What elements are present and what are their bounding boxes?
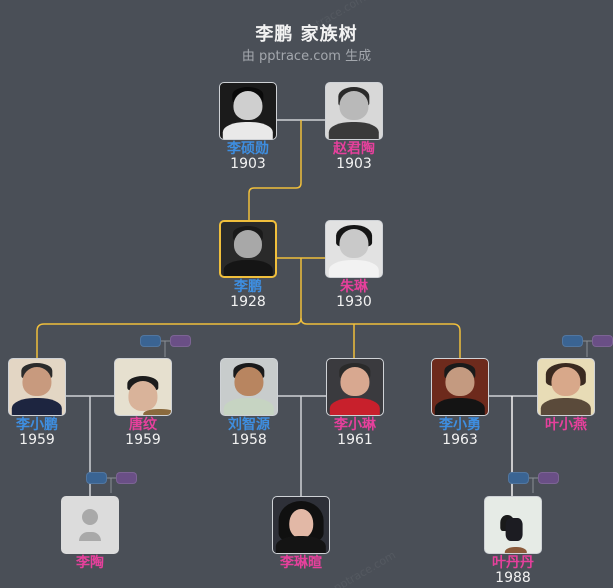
page-title: 李鹏 家族树 [255,24,358,45]
person-card-ye-dandan[interactable]: 叶丹丹 1988 [484,496,542,586]
page-subtitle: 由 pptrace.com 生成 [241,49,372,64]
avatar[interactable] [220,358,278,416]
person-year: 1930 [336,294,372,310]
expand-maternal-button[interactable] [116,472,137,484]
person-year: 1958 [231,432,267,448]
person-name[interactable]: 李鹏 [234,279,262,295]
person-year: 1988 [495,570,531,586]
person-card-li-linxuan[interactable]: 李琳暄 [272,496,330,571]
expand-maternal-button[interactable] [538,472,559,484]
avatar[interactable] [272,496,330,554]
person-name[interactable]: 朱琳 [340,279,368,295]
expand-paternal-button[interactable] [86,472,107,484]
avatar[interactable] [219,82,277,140]
person-card-li-tao[interactable]: 李陶 [61,496,119,571]
person-name[interactable]: 刘智源 [228,417,270,433]
person-name[interactable]: 李陶 [76,555,104,571]
person-year: 1903 [336,156,372,172]
person-year: 1963 [442,432,478,448]
expand-paternal-button[interactable] [140,335,161,347]
avatar[interactable] [325,220,383,278]
person-name[interactable]: 李琳暄 [280,555,322,571]
person-card-li-peng[interactable]: 李鹏 1928 [219,220,277,310]
person-name[interactable]: 赵君陶 [333,141,375,157]
person-name[interactable]: 叶丹丹 [492,555,534,571]
person-year: 1959 [125,432,161,448]
person-card-zhao-juntao[interactable]: 赵君陶 1903 [325,82,383,172]
user-silhouette-icon [82,509,98,525]
person-name[interactable]: 李小琳 [334,417,376,433]
person-card-li-xiaolin[interactable]: 李小琳 1961 [326,358,384,448]
person-card-ye-xiaoyan[interactable]: 叶小燕 [537,358,595,433]
avatar-selected[interactable] [219,220,277,278]
avatar[interactable] [326,358,384,416]
person-card-tang-wen[interactable]: 唐纹 1959 [114,358,172,448]
lineage-line [300,317,461,358]
person-name[interactable]: 李小鹏 [16,417,58,433]
expand-maternal-button[interactable] [592,335,613,347]
lineage-line [248,120,302,220]
person-card-li-xiaopeng[interactable]: 李小鹏 1959 [8,358,66,448]
expand-maternal-button[interactable] [170,335,191,347]
person-name[interactable]: 李硕勋 [227,141,269,157]
avatar[interactable] [325,82,383,140]
person-year: 1959 [19,432,55,448]
person-name[interactable]: 唐纹 [129,417,157,433]
person-name[interactable]: 叶小燕 [545,417,587,433]
avatar[interactable] [431,358,489,416]
person-year: 1961 [337,432,373,448]
person-name[interactable]: 李小勇 [439,417,481,433]
avatar[interactable] [484,496,542,554]
person-year: 1928 [230,294,266,310]
person-card-li-shuoxun[interactable]: 李硕勋 1903 [219,82,277,172]
expand-paternal-button[interactable] [562,335,583,347]
person-card-li-xiaoyong[interactable]: 李小勇 1963 [431,358,489,448]
person-card-liu-zhiyuan[interactable]: 刘智源 1958 [220,358,278,448]
avatar[interactable] [537,358,595,416]
avatar[interactable] [8,358,66,416]
avatar[interactable] [114,358,172,416]
avatar-placeholder[interactable] [61,496,119,554]
person-year: 1903 [230,156,266,172]
expand-paternal-button[interactable] [508,472,529,484]
person-card-zhu-lin[interactable]: 朱琳 1930 [325,220,383,310]
